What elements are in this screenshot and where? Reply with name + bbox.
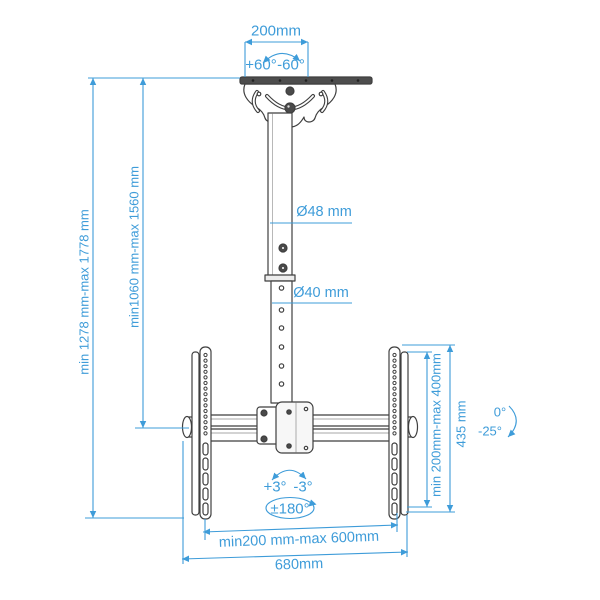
left-vesa-bracket (181, 346, 212, 520)
level-adjust-arc (271, 469, 307, 481)
vesa-width-dim-line (202, 521, 399, 536)
label-pole-height: min1060 mm-max 1560 mm (126, 166, 142, 328)
swivel-arc (262, 52, 301, 64)
label-swivel-top-negative: -60° (277, 56, 305, 74)
label-level-adjust-positive: +3° (263, 478, 287, 496)
rotation-ellipse (265, 496, 315, 520)
label-ceiling-plate-width: 200mm (250, 22, 302, 40)
label-upper-pole-diameter: Ø48 mm (296, 203, 352, 220)
lower-pole (270, 280, 293, 404)
right-vesa-bracket (388, 346, 419, 520)
label-overall-height: min 1278 mm-max 1778 mm (76, 209, 92, 375)
label-swivel-top-positive: +60° (245, 56, 277, 74)
tilt-arc (507, 405, 517, 438)
label-rotation-range: ±180° (270, 500, 310, 518)
label-bracket-height: 435 mm (453, 400, 469, 448)
label-tilt-lower: -25° (478, 423, 502, 439)
dimension-lines (85, 38, 517, 564)
pole-clamp (256, 401, 314, 454)
label-lower-pole-diameter: Ø40 mm (293, 284, 349, 301)
upper-pole (264, 112, 296, 282)
crossbar-width-dim-line (181, 548, 409, 563)
label-level-adjust-negative: -3° (293, 478, 313, 496)
ceiling-plate (239, 76, 373, 85)
ceiling-bracket (243, 83, 337, 128)
label-crossbar-width: 680mm (274, 556, 324, 574)
label-vesa-height-range: min 200mm-max 400mm (428, 353, 444, 497)
label-tilt-upper: 0° (493, 404, 507, 420)
